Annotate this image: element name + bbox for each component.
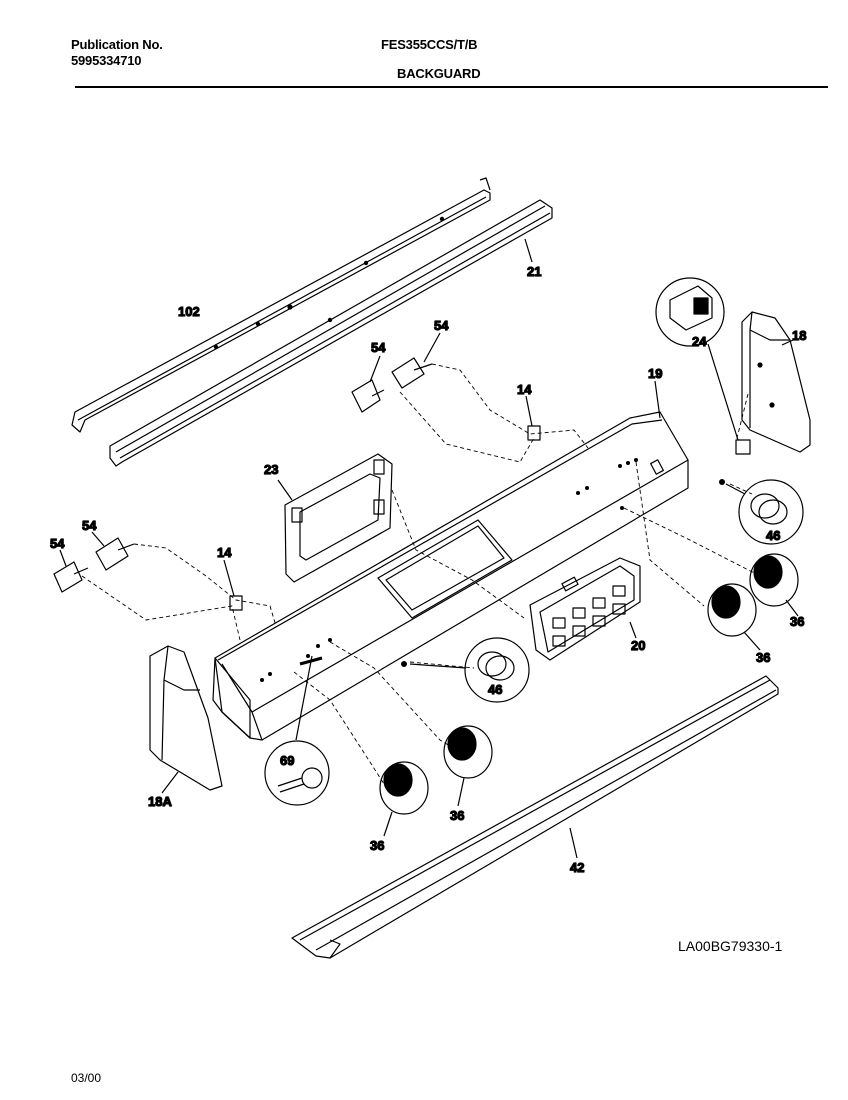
assembly-guides (81, 363, 761, 793)
callout-36: 36 (450, 808, 464, 823)
publication-number: 5995334710 (71, 53, 142, 68)
callout-46: 46 (766, 528, 780, 543)
part-18A-end-cap (149, 645, 223, 791)
leader-42 (569, 827, 578, 859)
callout-18A: 18A (148, 794, 172, 809)
callout-36: 36 (370, 838, 384, 853)
callout-69: 69 (280, 753, 294, 768)
part-46-knob-details (464, 479, 804, 703)
callout-54: 54 (434, 318, 449, 333)
leader-46a (409, 663, 467, 669)
part-20-control-board (529, 557, 641, 661)
part-42-trim (291, 675, 779, 959)
callout-19: 19 (648, 366, 662, 381)
part-36-knobs (379, 553, 799, 815)
part-24-switch-detail (655, 277, 751, 455)
callout-23: 23 (264, 462, 278, 477)
callout-102: 102 (178, 304, 200, 319)
callout-36: 36 (790, 614, 804, 629)
header-rule (75, 86, 828, 88)
part-21-channel (109, 199, 553, 467)
leader-18 (781, 339, 794, 346)
callout-18: 18 (792, 328, 806, 343)
section-title: BACKGUARD (397, 66, 481, 81)
part-19-panel (212, 411, 689, 741)
callout-24: 24 (692, 334, 707, 349)
leader-18A (161, 771, 179, 794)
leader-23 (277, 479, 293, 501)
panel-holes (260, 458, 725, 682)
leader-21 (524, 238, 533, 263)
part-69-screw-detail (264, 655, 330, 806)
leader-20 (629, 621, 637, 639)
leaders-36 (383, 599, 799, 837)
leader-46b (725, 483, 746, 495)
part-23-frame (284, 453, 393, 583)
callout-20: 20 (631, 638, 645, 653)
publication-date: 03/00 (71, 1071, 102, 1085)
publication-label: Publication No. (71, 37, 163, 52)
callout-46: 46 (488, 682, 502, 697)
leaders-54-14 (59, 332, 533, 597)
leader-19 (654, 380, 661, 419)
callout-36: 36 (756, 650, 770, 665)
callout-14: 14 (217, 545, 232, 560)
part-102-rail (71, 177, 491, 433)
callout-54: 54 (82, 518, 97, 533)
part-18-end-cap (741, 311, 811, 453)
model-number: FES355CCS/T/B (381, 37, 478, 52)
part-14-clips (229, 425, 541, 611)
callout-54: 54 (50, 536, 65, 551)
drawing-code: LA00BG79330-1 (678, 938, 783, 954)
part-54-clips (53, 357, 433, 593)
callout-42: 42 (570, 860, 584, 875)
callout-14: 14 (517, 382, 532, 397)
callout-54: 54 (371, 340, 386, 355)
callout-21: 21 (527, 264, 541, 279)
